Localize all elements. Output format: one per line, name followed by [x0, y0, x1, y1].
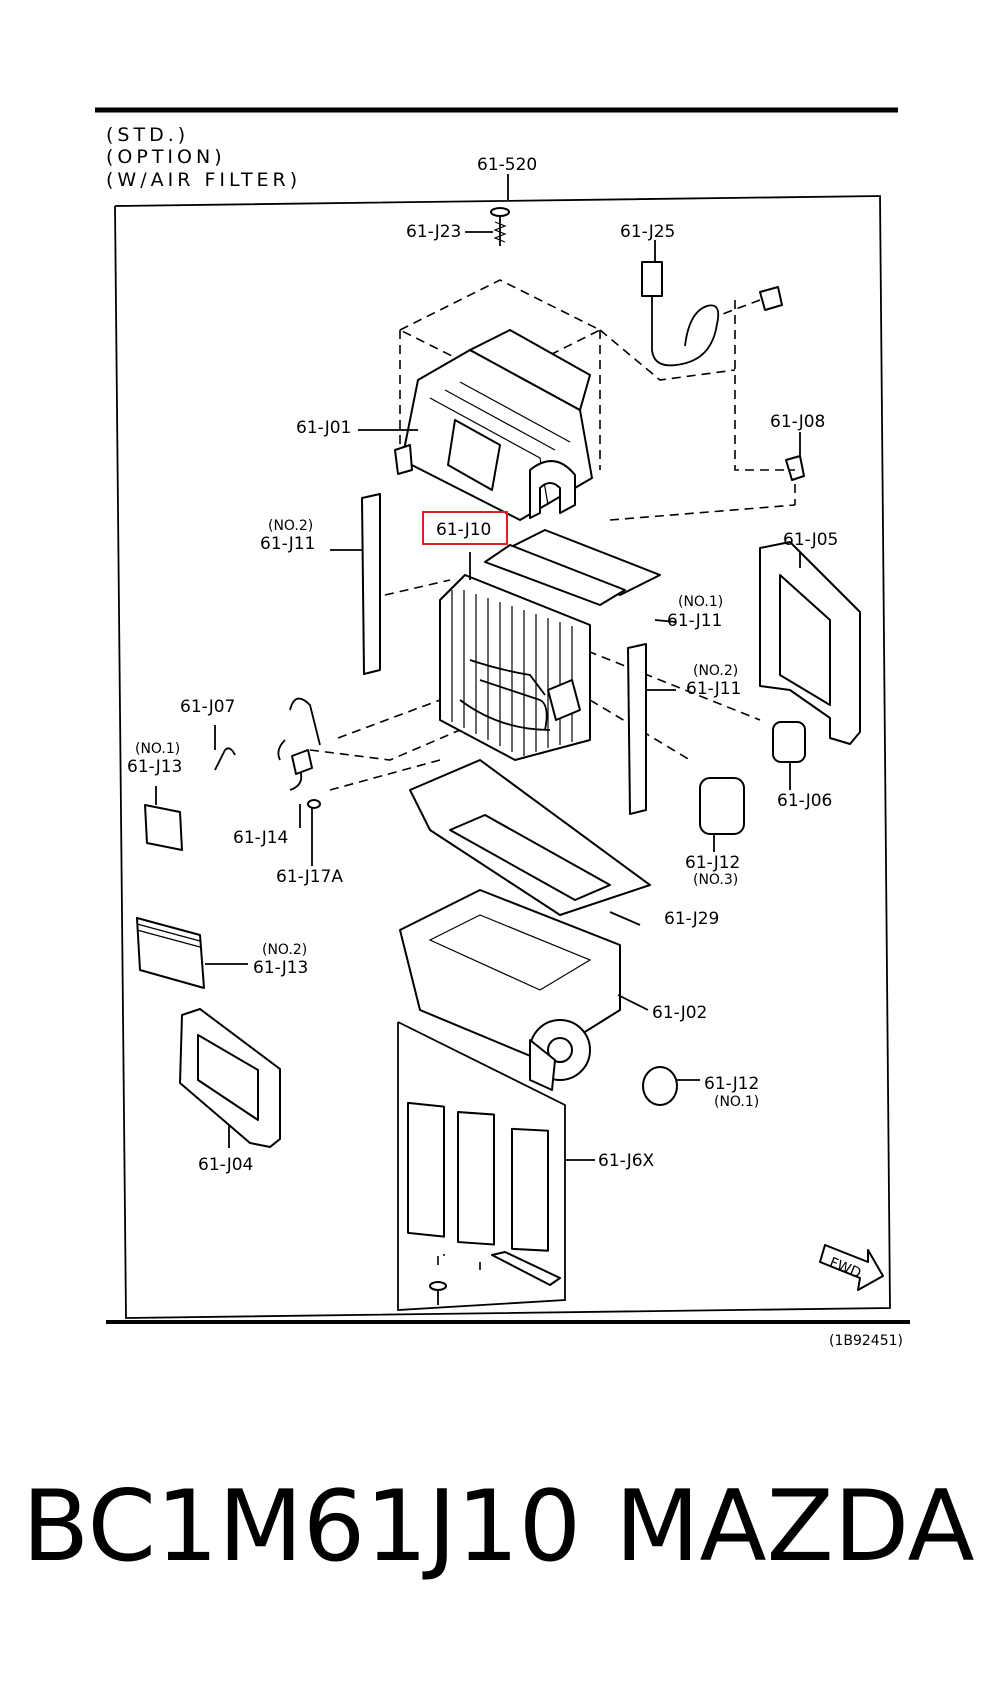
label-j04: 61-J04 — [198, 1155, 253, 1175]
label-j29: 61-J29 — [664, 909, 719, 929]
label-j13-no2-qualifier: (NO.2) — [262, 942, 307, 958]
label-j10: 61-J10 — [436, 520, 491, 540]
label-j05: 61-J05 — [783, 530, 838, 550]
label-j06: 61-J06 — [777, 791, 832, 811]
seal-frame-j04-part — [179, 1008, 281, 1148]
label-j02: 61-J02 — [652, 1003, 707, 1023]
label-j07: 61-J07 — [180, 697, 235, 717]
part-number-caption: BC1M61J10 — [22, 1470, 582, 1584]
seal-top2-part — [484, 544, 626, 606]
diagram-frame — [95, 107, 910, 1324]
seal-left-part — [361, 493, 381, 675]
label-j01: 61-J01 — [296, 418, 351, 438]
label-j13-no1: 61-J13 — [127, 757, 182, 777]
highlight-box — [422, 511, 508, 545]
filter-no1-part — [144, 804, 183, 851]
expansion-valve-part — [214, 697, 321, 809]
label-j12-no1-qualifier: (NO.1) — [714, 1094, 759, 1110]
filter-no2-part — [136, 917, 205, 989]
label-j11-right-top: 61-J11 — [667, 611, 722, 631]
label-j11-right-mid: 61-J11 — [686, 679, 741, 699]
label-j11-right-top-qualifier: (NO.1) — [678, 594, 723, 610]
sensor-harness-part — [641, 261, 783, 367]
assembly-label: 61-520 — [477, 155, 537, 175]
leader-lines — [155, 231, 801, 1161]
fwd-arrow-icon: FWD — [819, 1244, 884, 1291]
actuator-group-part — [397, 1021, 566, 1311]
clip-part — [785, 455, 805, 505]
label-j11-top-left-qualifier: (NO.2) — [268, 518, 313, 534]
label-j23: 61-J23 — [406, 222, 461, 242]
evaporator-part — [439, 574, 591, 761]
gasket-j06-part — [772, 721, 806, 763]
label-j25: 61-J25 — [620, 222, 675, 242]
part-labels: 61-J23 61-J25 61-J01 61-J08 (NO.2) 61-J1… — [127, 222, 838, 1175]
guide-lines — [309, 300, 796, 791]
label-j11-right-mid-qualifier: (NO.2) — [693, 663, 738, 679]
label-j13-no2: 61-J13 — [253, 958, 308, 978]
gasket-j12-no3-part — [699, 777, 745, 835]
label-j17a: 61-J17A — [276, 867, 343, 887]
seal-right-part — [627, 643, 647, 815]
diagram-reference: (1B92451) — [829, 1333, 903, 1349]
lower-case-part — [399, 889, 621, 1091]
seal-frame-j05-part — [759, 541, 861, 745]
header-notes: (STD.) (OPTION) (W/AIR FILTER) — [106, 124, 301, 191]
insulator-part — [409, 759, 651, 916]
upper-case-part — [394, 279, 602, 521]
screw-part — [490, 207, 510, 246]
note-option: (OPTION) — [106, 146, 226, 168]
seal-top-part — [504, 529, 661, 596]
label-j13-no1-qualifier: (NO.1) — [135, 741, 180, 757]
note-std: (STD.) — [106, 124, 189, 146]
label-j12-no3-qualifier: (NO.3) — [693, 872, 738, 888]
label-j11-top-left: 61-J11 — [260, 534, 315, 554]
label-j12-no1: 61-J12 — [704, 1074, 759, 1094]
gasket-j12-no1-part — [642, 1066, 678, 1106]
label-j12-no3: 61-J12 — [685, 853, 740, 873]
brand-caption: MAZDA — [615, 1470, 975, 1584]
label-j08: 61-J08 — [770, 412, 825, 432]
note-air-filter: (W/AIR FILTER) — [106, 169, 301, 191]
label-j6x: 61-J6X — [598, 1151, 655, 1171]
label-j14: 61-J14 — [233, 828, 288, 848]
